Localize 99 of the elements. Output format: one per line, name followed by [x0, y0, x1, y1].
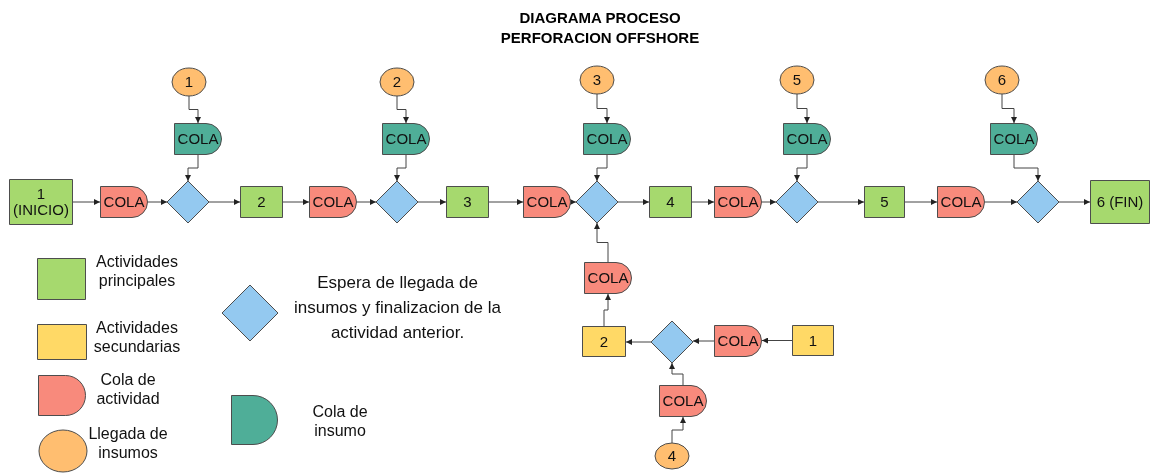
arrow — [594, 154, 608, 182]
diagram-title: DIAGRAMA PROCESO PERFORACION OFFSHORE — [499, 8, 701, 48]
arrow — [594, 222, 609, 263]
node-label: COLA — [662, 393, 704, 409]
node-label: 4 — [667, 448, 677, 464]
node-label: 1 — [808, 332, 818, 349]
node-label: COLA — [177, 131, 219, 147]
arrow — [570, 199, 577, 205]
activity-box — [9, 179, 73, 225]
input-queue-shape — [174, 123, 222, 155]
node-label: COLA — [587, 270, 629, 286]
arrow — [356, 199, 377, 205]
legend-text: Cola de actividad — [95, 370, 161, 408]
wait-diamond — [376, 181, 418, 223]
node-label: COLA — [103, 194, 145, 210]
arrow — [817, 199, 865, 205]
secondary-activity-box — [792, 325, 834, 356]
node-label: 6 — [997, 72, 1007, 88]
wait-diamond — [1017, 181, 1059, 223]
wait-diamond — [651, 321, 693, 363]
activity-queue-shape — [309, 186, 357, 218]
arrow — [596, 93, 610, 124]
arrow — [671, 416, 686, 444]
activity-box — [864, 186, 905, 218]
activity-box — [240, 186, 283, 218]
arrow — [1058, 199, 1091, 205]
node-label: 2 — [599, 333, 609, 350]
arrow — [417, 199, 447, 205]
input-arrival-circle — [985, 66, 1019, 94]
activity-box — [649, 186, 692, 218]
arrow — [794, 154, 808, 182]
arrow — [147, 199, 168, 205]
secondary-activity-box — [582, 326, 626, 357]
legend-text: Cola de insumo — [311, 402, 369, 440]
arrow — [396, 95, 409, 124]
activity-queue-shape — [100, 186, 148, 218]
node-label: 2 — [257, 194, 266, 210]
arrow — [691, 199, 715, 205]
node-label: 1 — [184, 74, 194, 90]
input-queue-shape — [990, 123, 1038, 155]
arrow — [488, 199, 524, 205]
activity-queue-shape — [659, 385, 707, 417]
activity-queue-shape — [937, 186, 985, 218]
activity-queue-shape — [523, 186, 571, 218]
arrow — [603, 293, 611, 327]
arrow — [761, 199, 777, 205]
node-label: 2 — [392, 74, 402, 90]
wait-diamond — [576, 181, 618, 223]
arrow — [984, 199, 1018, 205]
arrow — [1013, 154, 1041, 182]
arrow — [625, 339, 652, 345]
arrow — [761, 337, 793, 344]
activity-queue-shape — [714, 325, 762, 357]
arrow — [904, 199, 938, 205]
node-label: 4 — [666, 194, 675, 210]
arrow — [692, 338, 715, 344]
node-label: 3 — [592, 72, 602, 88]
activity-queue-shape — [714, 186, 762, 218]
arrow — [1001, 93, 1017, 124]
node-label: COLA — [993, 131, 1035, 147]
wait-diamond — [167, 181, 209, 223]
legend-text: Espera de llegada de insumos y finalizacion de la actividad anterior. — [293, 272, 502, 344]
legend-text: Llegada de insumos — [87, 424, 169, 462]
input-arrival-circle — [780, 66, 814, 94]
activity-box — [1090, 180, 1150, 224]
input-arrival-circle — [580, 66, 614, 94]
input-queue-shape — [382, 123, 430, 155]
node-label: COLA — [940, 194, 982, 210]
node-label: COLA — [586, 131, 628, 147]
input-arrival-circle — [172, 68, 206, 96]
node-label: 5 — [792, 72, 802, 88]
legend-text: Actividades principales — [95, 252, 179, 290]
node-label: 5 — [880, 194, 889, 210]
arrow — [72, 199, 101, 205]
node-label: COLA — [717, 194, 759, 210]
node-label: 3 — [463, 194, 472, 210]
input-queue-shape — [583, 123, 631, 155]
arrow — [282, 199, 310, 205]
node-label: COLA — [312, 194, 354, 210]
input-arrival-circle — [380, 68, 414, 96]
legend-text: Actividades secundarias — [92, 318, 182, 356]
node-label: 6 (FIN) — [1096, 194, 1144, 210]
input-arrival-circle — [655, 443, 689, 469]
arrow — [188, 95, 201, 124]
activity-queue-shape — [584, 262, 632, 294]
activity-box — [446, 186, 489, 218]
arrow — [796, 93, 810, 124]
node-label: COLA — [526, 194, 568, 210]
arrow — [669, 362, 684, 386]
node-label: COLA — [385, 131, 427, 147]
arrow — [394, 154, 407, 182]
arrow — [208, 199, 241, 205]
input-queue-shape — [783, 123, 831, 155]
node-label: COLA — [717, 333, 759, 349]
node-label: COLA — [786, 131, 828, 147]
arrow — [185, 154, 199, 182]
wait-diamond — [776, 181, 818, 223]
arrow — [617, 199, 650, 205]
node-label: 1 (INICIO) — [12, 186, 70, 218]
